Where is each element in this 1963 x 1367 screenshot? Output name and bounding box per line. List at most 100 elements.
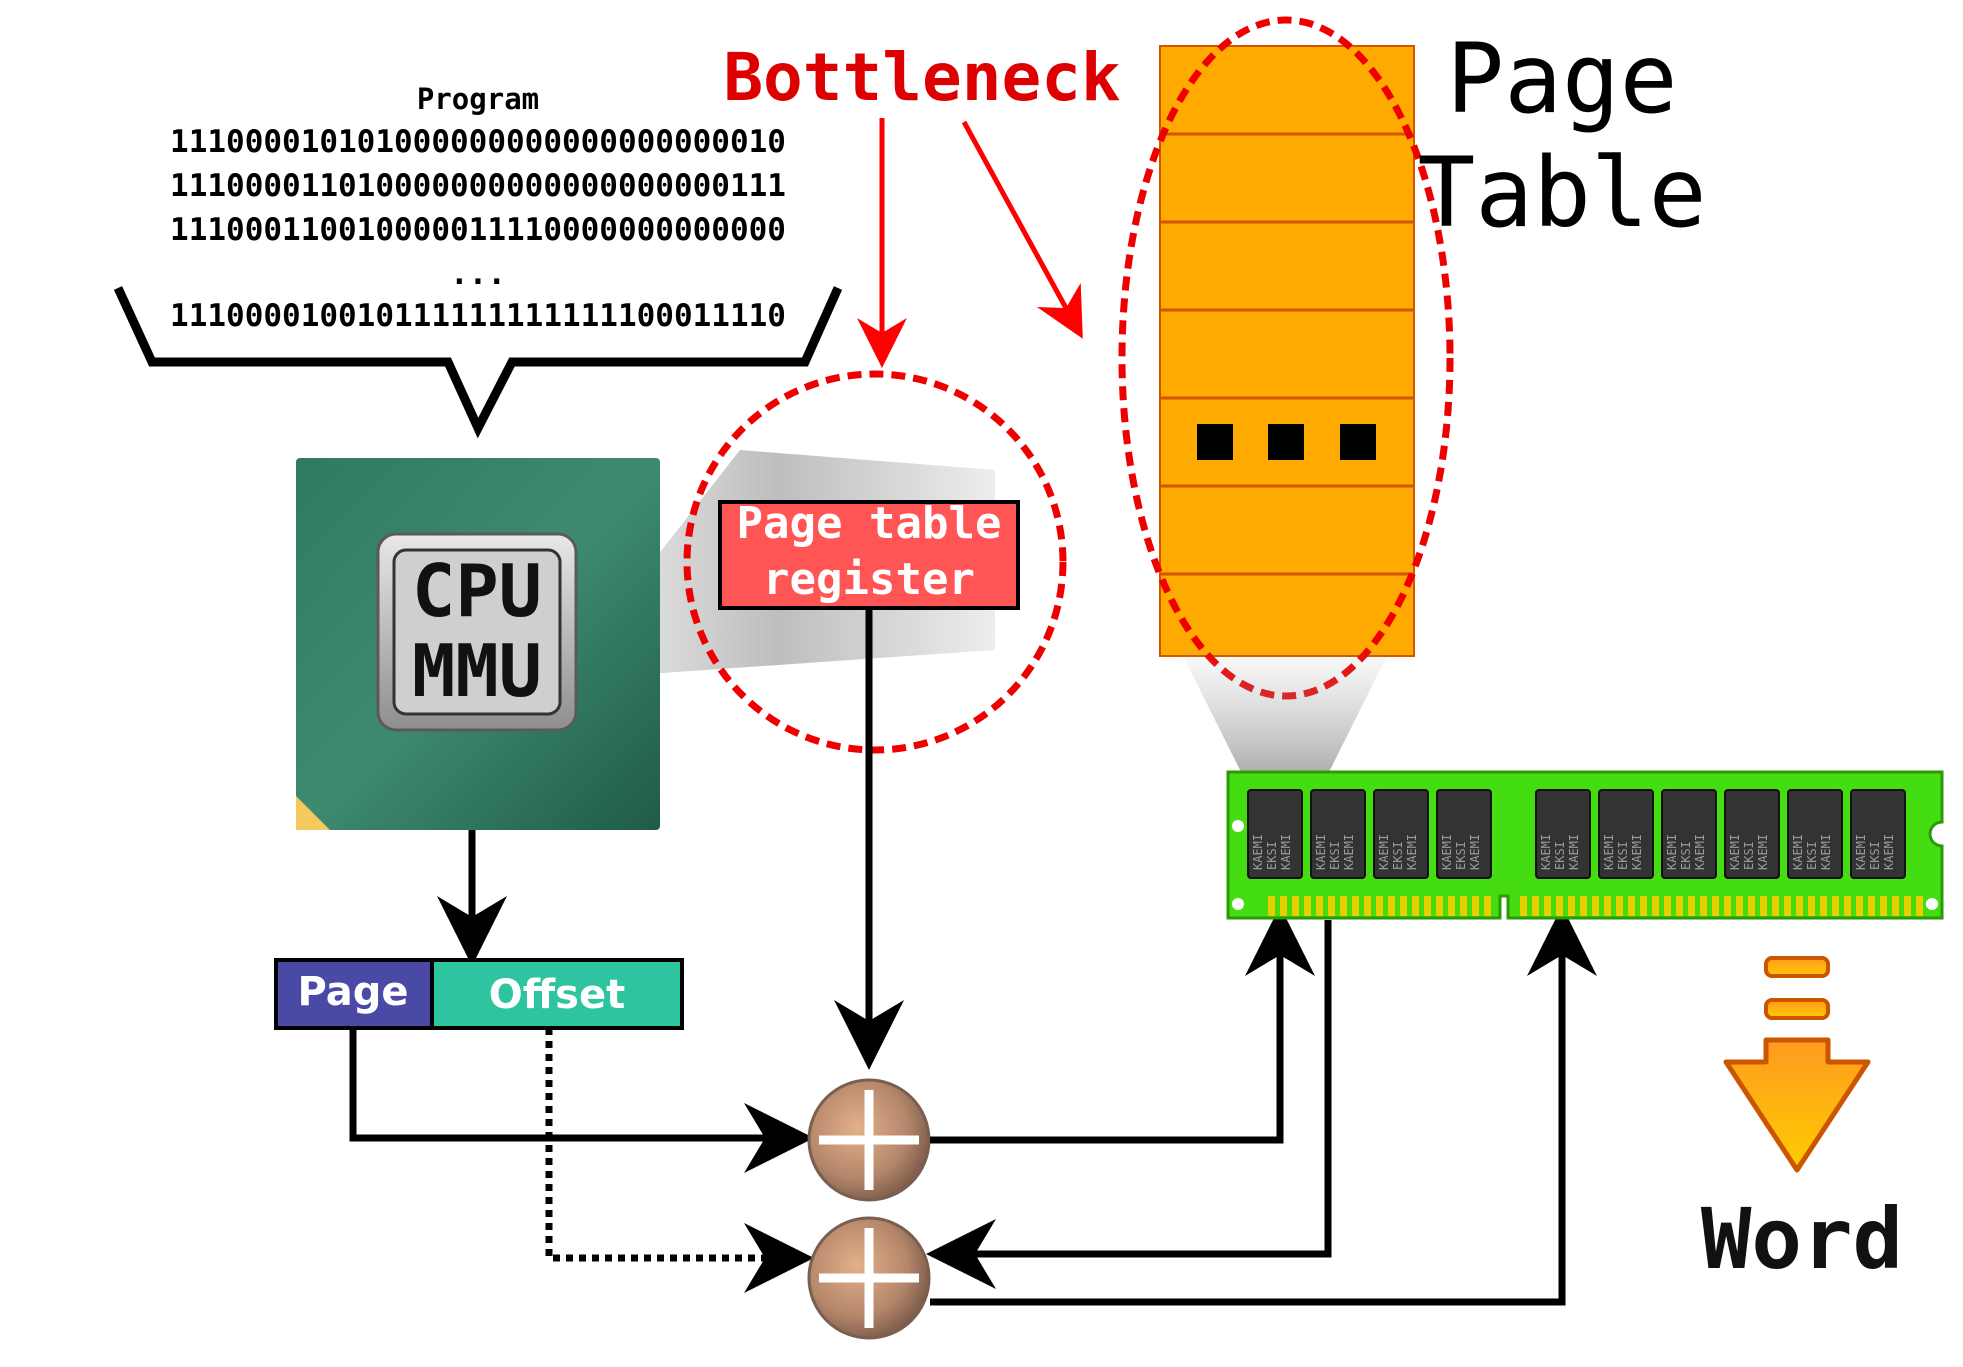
memory-pin — [1640, 896, 1647, 916]
memory-chip — [1247, 789, 1303, 879]
program-line: 111000010010111111111111100011110 — [170, 298, 786, 334]
memory-pin — [1592, 896, 1599, 916]
memory-chip-marking: KAEMI — [1854, 834, 1868, 870]
cpu-chip: CPU MMU — [296, 458, 660, 830]
memory-pin — [1904, 896, 1911, 916]
address-page-field — [274, 958, 434, 1030]
memory-chip-marking: EKSI — [1742, 841, 1756, 870]
memory-chip-marking: KAEMI — [1314, 834, 1328, 870]
memory-chip-marking: EKSI — [1391, 841, 1405, 870]
memory-chip-marking: KAEMI — [1630, 834, 1644, 870]
program-code: 111000010101000000000000000000010 1110000… — [170, 124, 786, 334]
memory-pin — [1388, 896, 1395, 916]
memory-chip-marking: EKSI — [1553, 841, 1567, 870]
program-line: 111000011010000000000000000000111 — [170, 168, 786, 204]
register-label-line1: Page table — [737, 498, 1002, 549]
memory-chip-marking: KAEMI — [1882, 834, 1896, 870]
page-table-rows — [1160, 132, 1414, 576]
memory-pin — [1412, 896, 1419, 916]
memory-pin — [1328, 896, 1335, 916]
memory-pin — [1736, 896, 1743, 916]
memory-pin — [1544, 896, 1551, 916]
ellipsis-dot — [1197, 424, 1233, 460]
memory-chip-marking: KAEMI — [1567, 834, 1581, 870]
memory-chip-marking: KAEMI — [1602, 834, 1616, 870]
memory-pin — [1604, 896, 1611, 916]
memory-pin — [1760, 896, 1767, 916]
memory-chip-marking: KAEMI — [1251, 834, 1265, 870]
memory-chip — [1373, 789, 1429, 879]
memory-pin — [1520, 896, 1527, 916]
memory-pin — [1340, 896, 1347, 916]
memory-chip — [1310, 789, 1366, 879]
bottleneck-label: Bottleneck — [723, 39, 1120, 116]
memory-pin — [1820, 896, 1827, 916]
memory-pin — [1916, 896, 1923, 916]
adder-to-memory-arrow — [930, 906, 1315, 1144]
adder-page-entry — [807, 1078, 931, 1202]
cpu-mmu-die-inner — [392, 548, 562, 716]
ellipsis-dot — [1340, 424, 1376, 460]
memory-chip — [1787, 789, 1843, 879]
memory-chip-marking: KAEMI — [1693, 834, 1707, 870]
address-offset-field — [430, 958, 684, 1030]
memory-chip-marking: EKSI — [1454, 841, 1468, 870]
memory-chip-marking: KAEMI — [1342, 834, 1356, 870]
memory-pin — [1856, 896, 1863, 916]
memory-chip-marking: EKSI — [1616, 841, 1630, 870]
program-line: 111000010101000000000000000000010 — [170, 124, 786, 160]
memory-chip-marking: KAEMI — [1756, 834, 1770, 870]
memory-pin — [1652, 896, 1659, 916]
page-table-memory-shadow — [1180, 650, 1390, 790]
memory-pin — [1436, 896, 1443, 916]
cpu-label: CPU — [412, 549, 542, 633]
memory-pin — [1892, 896, 1899, 916]
offset-to-adder-arrow — [545, 1028, 814, 1293]
memory-pin — [1532, 896, 1539, 916]
memory-chip — [1436, 789, 1492, 879]
memory-chip-marking: EKSI — [1265, 841, 1279, 870]
memory-pin — [1748, 896, 1755, 916]
adder-physical-address — [807, 1216, 931, 1340]
program-brace — [113, 286, 843, 439]
physical-address-to-memory-arrow — [930, 906, 1597, 1306]
page-table-title-line1: Page — [1446, 23, 1677, 135]
memory-pin — [1352, 896, 1359, 916]
memory-pin — [1472, 896, 1479, 916]
memory-pin — [1364, 896, 1371, 916]
memory-pin — [1772, 896, 1779, 916]
memory-pin — [1448, 896, 1455, 916]
memory-chip-marking: KAEMI — [1468, 834, 1482, 870]
memory-pin — [1376, 896, 1383, 916]
memory-mount-hole — [1926, 898, 1938, 910]
memory-pin — [1484, 896, 1491, 916]
memory-chip-marking: KAEMI — [1539, 834, 1553, 870]
memory-chip-marking: KAEMI — [1279, 834, 1293, 870]
memory-notch — [1934, 826, 1950, 842]
memory-pin — [1796, 896, 1803, 916]
cpu-pin1-marker — [296, 796, 330, 830]
memory-pin — [1616, 896, 1623, 916]
memory-chip — [1661, 789, 1717, 879]
word-output-icon — [1723, 956, 1871, 1173]
memory-pin — [1268, 896, 1275, 916]
memory-pin — [1832, 896, 1839, 916]
memory-pin — [1580, 896, 1587, 916]
memory-chip-marking: KAEMI — [1440, 834, 1454, 870]
memory-mount-hole — [1232, 898, 1244, 910]
memory-pin — [1712, 896, 1719, 916]
memory-pin — [1700, 896, 1707, 916]
address-offset-label: Offset — [489, 972, 625, 1018]
register-label-line2: register — [763, 554, 975, 605]
memory-pin — [1664, 896, 1671, 916]
memory-pin — [1568, 896, 1575, 916]
memory-pin — [1676, 896, 1683, 916]
page-table-title-line2: Table — [1418, 137, 1707, 249]
memory-chip — [1724, 789, 1780, 879]
address-page-label: Page — [298, 969, 409, 1015]
memory-pin — [1556, 896, 1563, 916]
word-label: Word — [1701, 1190, 1903, 1288]
memory-chip-marking: KAEMI — [1791, 834, 1805, 870]
